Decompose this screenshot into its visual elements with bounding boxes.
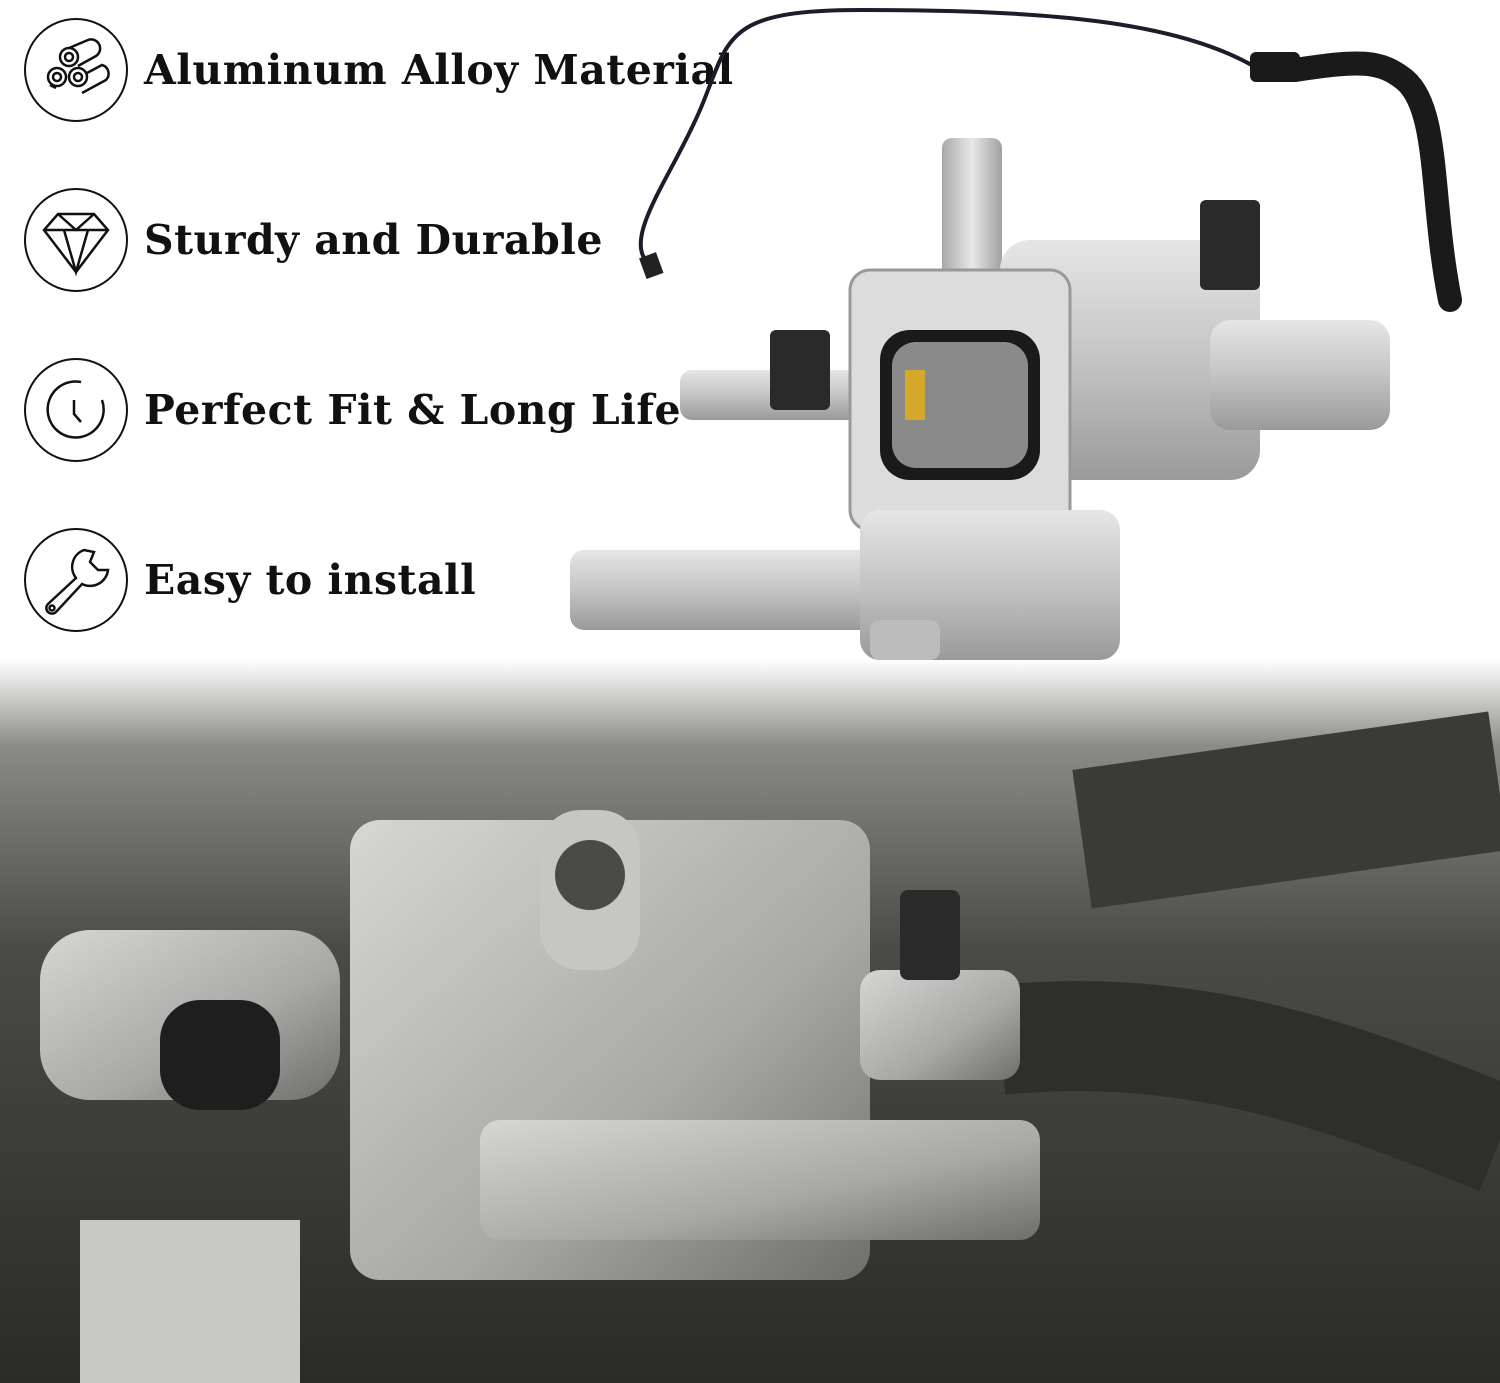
feature-aluminum: Aluminum Alloy Material [24,16,734,124]
feature-sturdy: Sturdy and Durable [24,186,603,294]
diamond-icon [24,188,128,292]
aluminum-pipes-icon [24,18,128,122]
feature-fit: Perfect Fit & Long Life [24,356,681,464]
feature-install: Easy to install [24,526,476,634]
clock-icon [24,358,128,462]
feature-label: Aluminum Alloy Material [144,46,734,94]
rubber-hose [1283,51,1462,312]
sensor-wire [638,7,1262,267]
wrench-icon [24,528,128,632]
thermostat-housing-photo [570,7,1462,660]
feature-label: Sturdy and Durable [144,216,603,264]
feature-label: Easy to install [144,556,477,604]
feature-label: Perfect Fit & Long Life [144,386,682,434]
installed-engine-photo [0,660,1500,1383]
